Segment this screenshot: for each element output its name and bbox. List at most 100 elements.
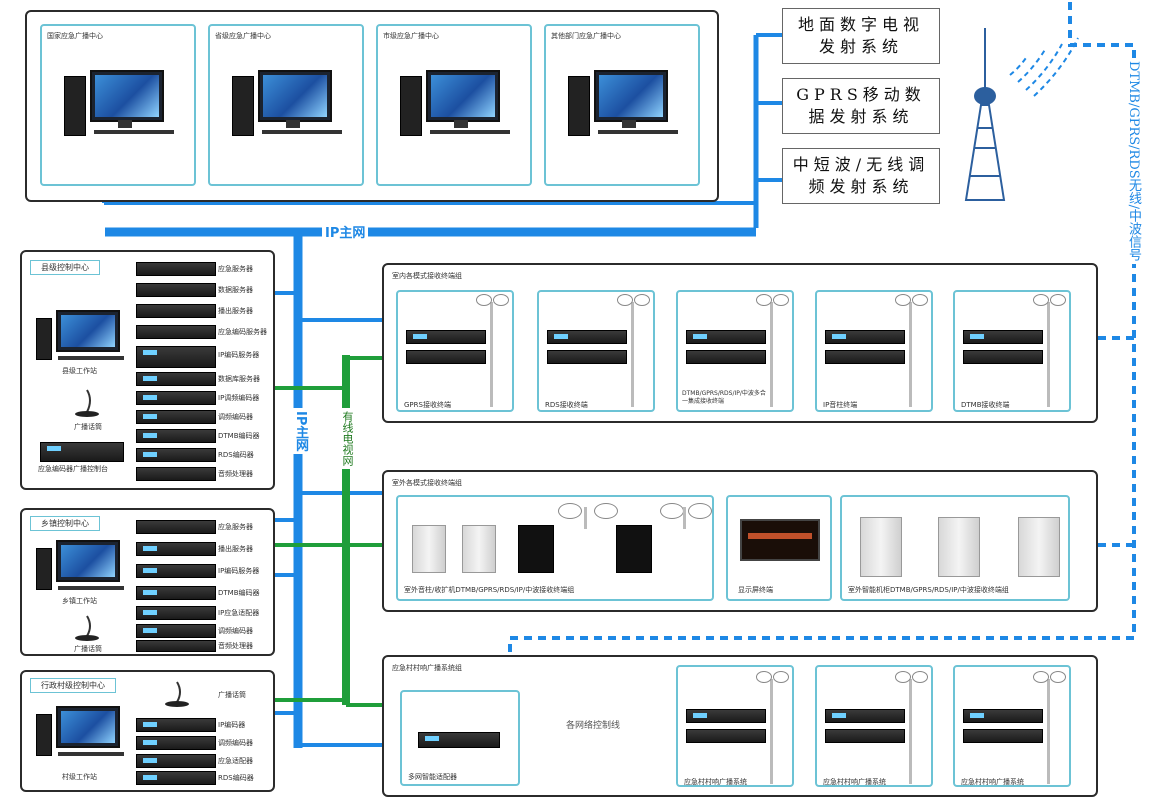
system-box[interactable]: 地面数字电视发射系统	[782, 8, 940, 64]
indoor-terminal-card[interactable]: DTMB/GPRS/RDS/IP/中波多合一集成接收终端	[676, 290, 794, 412]
rack-unit-icon	[547, 350, 627, 364]
controller-label: 多网智能适配器	[408, 773, 457, 781]
microphone-icon	[165, 681, 189, 707]
outdoor-column-group[interactable]: 室外音柱/收扩机DTMB/GPRS/RDS/IP/中波接收终端组	[396, 495, 714, 601]
center-card[interactable]: 市级应急广播中心	[376, 24, 532, 186]
rack-unit-icon	[136, 448, 216, 462]
rack-unit-icon	[825, 709, 905, 723]
center-label: 市级应急广播中心	[383, 32, 439, 40]
unit-label: IP编码服务器	[218, 351, 260, 359]
controller-card[interactable]: 多网智能适配器	[400, 690, 520, 786]
rack-unit-icon	[136, 586, 216, 600]
unit-label: 音频处理器	[218, 642, 253, 650]
system-label: 应急村村响广播系统	[823, 778, 886, 786]
group-label: 室外智能机柜DTMB/GPRS/RDS/IP/中波接收终端组	[848, 586, 1009, 594]
receiver-box-icon	[616, 525, 652, 573]
terminal-label: RDS接收终端	[545, 401, 588, 409]
rack-unit-icon	[963, 330, 1043, 344]
rack-unit-icon	[825, 350, 905, 364]
rack-unit-icon	[136, 736, 216, 750]
county-control-center: 县级控制中心 县级工作站 广播话筒 应急编码器广播控制台 应急服务器 数据服务器…	[20, 250, 275, 490]
unit-label: 应急编码服务器	[218, 328, 267, 336]
rack-unit-icon	[686, 350, 766, 364]
antenna-icon	[773, 294, 789, 306]
rack-unit-icon	[963, 729, 1043, 743]
antenna-mast	[909, 679, 912, 784]
antenna-mast	[683, 507, 686, 529]
terminal-label: DTMB/GPRS/RDS/IP/中波多合一集成接收终端	[682, 390, 766, 405]
workstation-label: 乡镇工作站	[62, 597, 97, 605]
antenna-icon	[1050, 294, 1066, 306]
control-line-label: 各网络控制线	[566, 721, 621, 731]
cable-tv-net-label: 有线电视网	[339, 408, 355, 469]
encoder-label: 应急编码器广播控制台	[38, 465, 108, 473]
indoor-terminal-card[interactable]: IP音柱终端	[815, 290, 933, 412]
center-card[interactable]: 国家应急广播中心	[40, 24, 196, 186]
unit-label: RDS编码器	[218, 774, 254, 782]
antenna-icon	[912, 671, 928, 683]
broadcast-system-card[interactable]: 应急村村响广播系统	[815, 665, 933, 787]
cabinet-icon	[860, 517, 902, 577]
indoor-terminal-card[interactable]: RDS接收终端	[537, 290, 655, 412]
broadcast-system-card[interactable]: 应急村村响广播系统	[676, 665, 794, 787]
rack-unit-icon	[547, 330, 627, 344]
cabinet-icon	[938, 517, 980, 577]
rack-unit-icon	[136, 262, 216, 276]
antenna-mast	[1047, 302, 1050, 407]
indoor-terminal-card[interactable]: GPRS接收终端	[396, 290, 514, 412]
antenna-mast	[631, 302, 634, 407]
center-card[interactable]: 省级应急广播中心	[208, 24, 364, 186]
tower-signal-waves	[1009, 37, 1079, 97]
center-label: 省级应急广播中心	[215, 32, 271, 40]
rack-unit-icon	[136, 754, 216, 768]
rack-unit-icon	[136, 718, 216, 732]
antenna-icon	[912, 294, 928, 306]
unit-label: 音频处理器	[218, 470, 253, 478]
antenna-icon	[756, 671, 772, 683]
unit-label: 调频编码器	[218, 627, 253, 635]
wireless-dashed-link	[508, 2, 1136, 690]
rack-unit-icon	[40, 442, 124, 462]
rack-unit-icon	[406, 350, 486, 364]
unit-label: 应急服务器	[218, 265, 253, 273]
wireless-signal-label: DTMB/GPRS/RDS无线/中波信号	[1124, 58, 1143, 265]
ip-vertical-net-label: IP主网	[291, 408, 310, 455]
rack-unit-icon	[136, 520, 216, 534]
unit-label: IP调频编码器	[218, 394, 260, 402]
panel-title: 县级控制中心	[30, 260, 100, 275]
receiver-box-icon	[518, 525, 554, 573]
system-label: 应急村村响广播系统	[961, 778, 1024, 786]
unit-label: RDS编码器	[218, 451, 254, 459]
terminal-label: GPRS接收终端	[404, 401, 451, 409]
system-box[interactable]: GPRS移动数据发射系统	[782, 78, 940, 134]
antenna-icon	[773, 671, 789, 683]
unit-label: 播出服务器	[218, 545, 253, 553]
antenna-icon	[756, 294, 772, 306]
rack-unit-icon	[686, 709, 766, 723]
panel-title: 室内各模式接收终端组	[392, 272, 462, 280]
ip-main-net-label: IP主网	[322, 222, 369, 241]
rack-unit-icon	[136, 640, 216, 652]
smart-cabinet-group[interactable]: 室外智能机柜DTMB/GPRS/RDS/IP/中波接收终端组	[840, 495, 1070, 601]
unit-label: DTMB编码器	[218, 589, 260, 597]
center-card[interactable]: 其他部门应急广播中心	[544, 24, 700, 186]
mic-label: 广播话筒	[74, 423, 102, 431]
broadcast-system-card[interactable]: 应急村村响广播系统	[953, 665, 1071, 787]
cabinet-icon	[1018, 517, 1060, 577]
center-label: 其他部门应急广播中心	[551, 32, 621, 40]
rack-unit-icon	[825, 330, 905, 344]
led-screen-group[interactable]: 显示屏终端	[726, 495, 832, 601]
antenna-icon	[1033, 671, 1049, 683]
rack-unit-icon	[136, 410, 216, 424]
microphone-icon	[75, 389, 99, 417]
village-control-center: 行政村级控制中心 村级工作站 广播话筒 IP编码器 调频编码器 应急适配器 RD…	[20, 670, 275, 792]
horn-speaker-icon	[660, 503, 684, 519]
rack-unit-icon	[825, 729, 905, 743]
system-box[interactable]: 中短波/无线调频发射系统	[782, 148, 940, 204]
indoor-terminal-card[interactable]: DTMB接收终端	[953, 290, 1071, 412]
horn-speaker-icon	[594, 503, 618, 519]
unit-label: 应急适配器	[218, 757, 253, 765]
rack-unit-icon	[136, 564, 216, 578]
unit-label: IP编码器	[218, 721, 246, 729]
antenna-mast	[909, 302, 912, 407]
